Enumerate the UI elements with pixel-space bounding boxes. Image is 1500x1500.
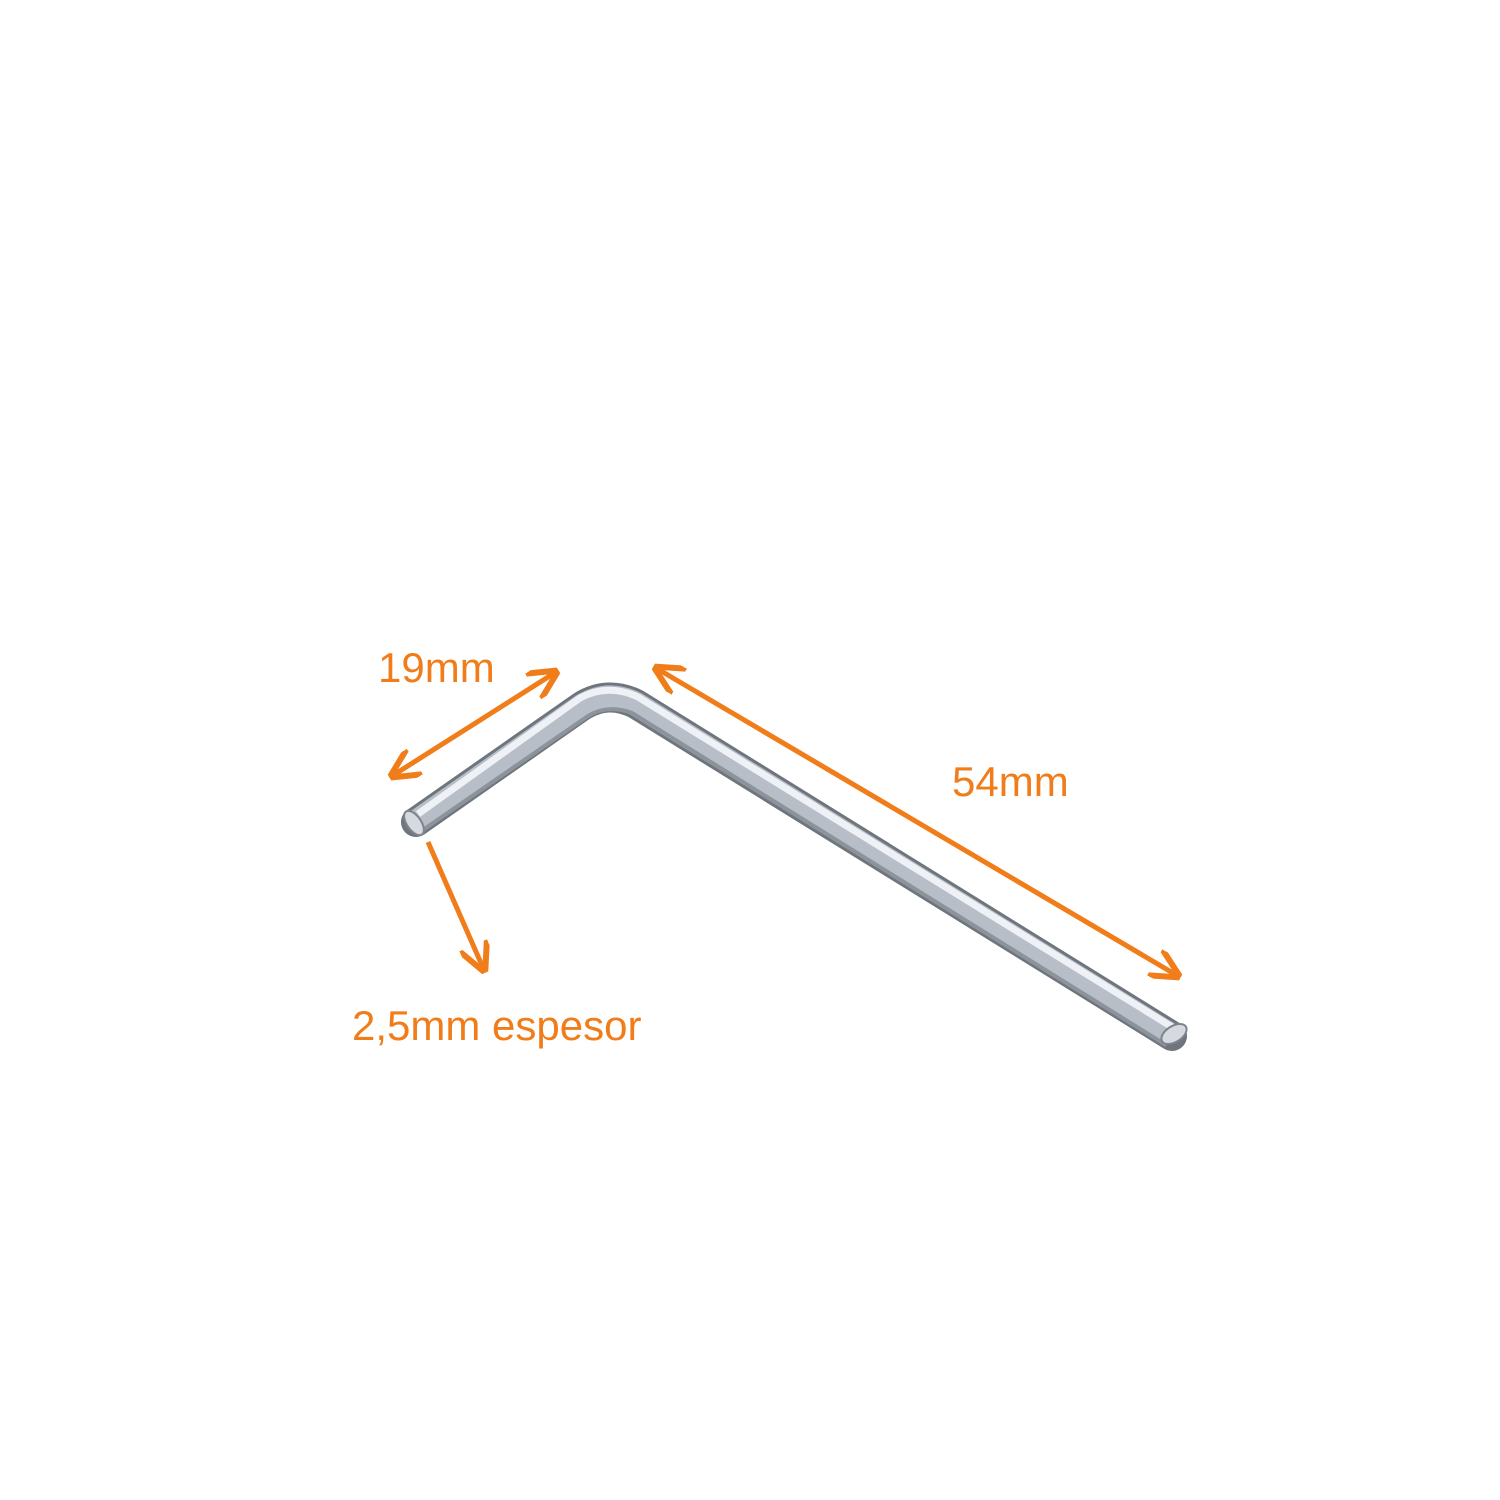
long-arm-label: 54mm [952,758,1069,805]
allen-key-image [401,682,1188,1051]
thickness-arrow [425,840,484,970]
long-arm-arrow [656,668,1178,976]
short-arm-label: 19mm [378,644,495,691]
thickness-label: 2,5mm espesor [352,1002,641,1049]
dimension-arrows [392,668,1178,976]
short-arm-arrow [392,672,556,776]
